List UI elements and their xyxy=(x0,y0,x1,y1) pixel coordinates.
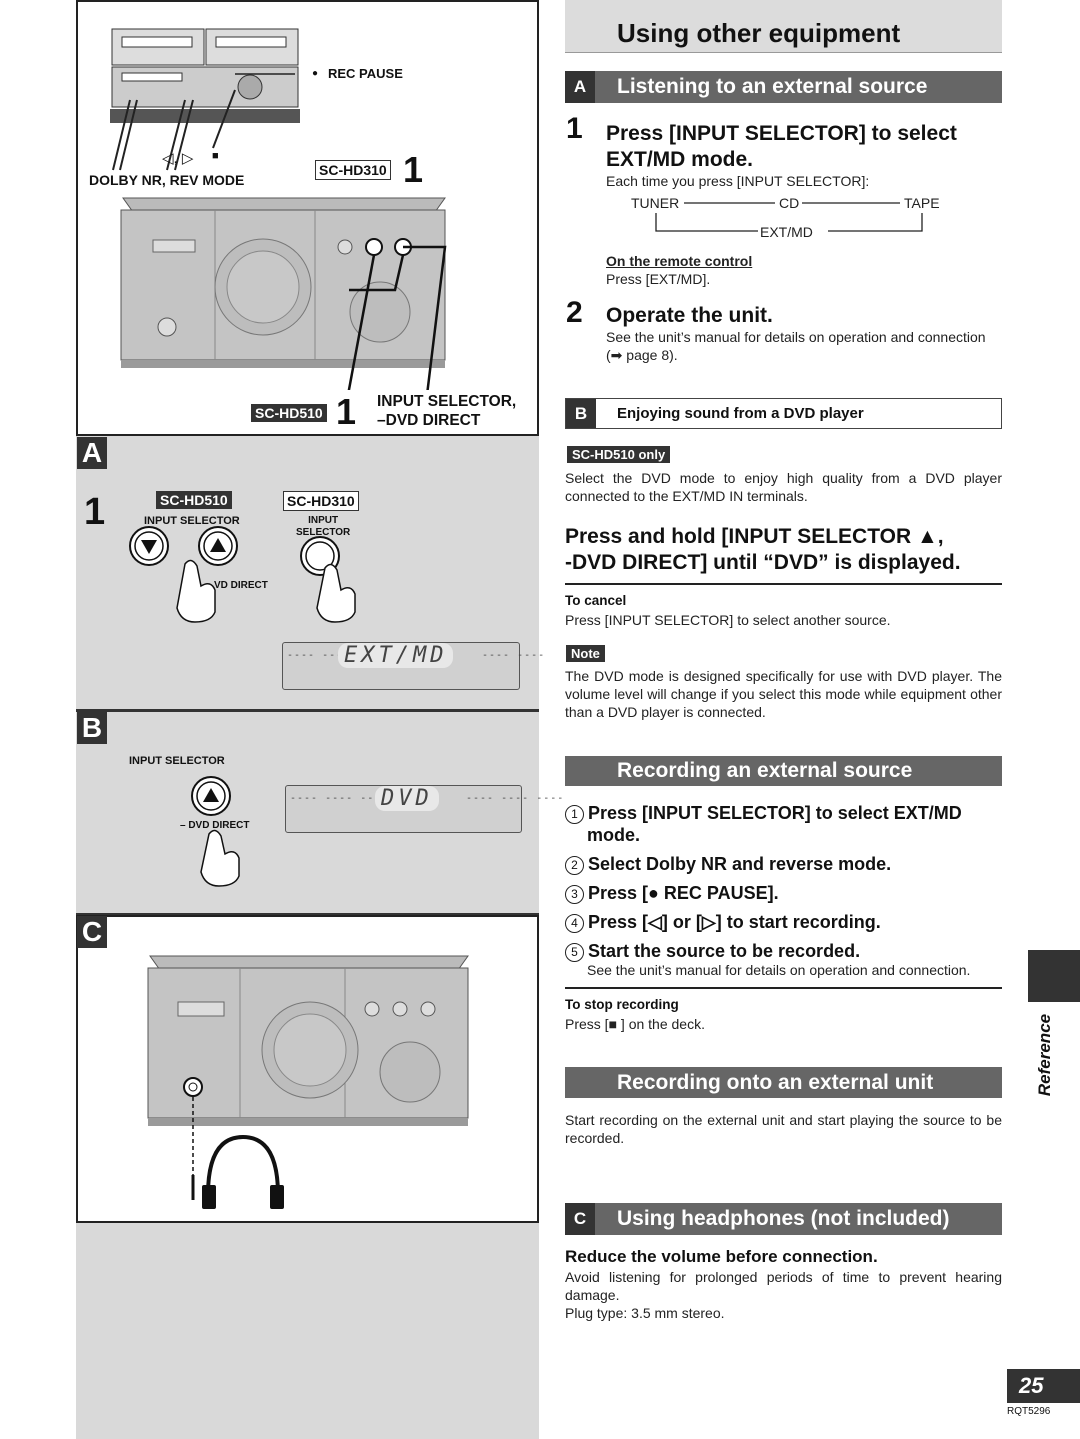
cycle-tuner: TUNER xyxy=(631,195,680,211)
rec-step-3-text: Press [● REC PAUSE]. xyxy=(588,883,779,903)
figure-b-display-text: DVD xyxy=(375,786,439,811)
figure-a-input-selector-label: INPUT SELECTOR xyxy=(144,515,240,527)
amplifier-front-illustration xyxy=(120,197,447,390)
remote-control-text: Press [EXT/MD]. xyxy=(606,271,711,287)
section-b-tag: B xyxy=(566,399,596,428)
section-a-step2-number: 2 xyxy=(566,296,583,329)
figure-a-model-310: SC-HD310 xyxy=(283,491,359,511)
cancel-heading: To cancel xyxy=(565,593,627,608)
figure-a-display-dashes-right: ---- ---- xyxy=(482,650,546,661)
rec-step-2-text: Select Dolby NR and reverse mode. xyxy=(588,854,892,874)
section-a-step2-heading: Operate the unit. xyxy=(606,304,773,327)
figure-b-input-selector-label: INPUT SELECTOR xyxy=(129,755,225,767)
section-a-step2-ref: (➡ page 8). xyxy=(606,347,678,363)
figure-b-display-dashes-left: ---- ---- ---- ---- xyxy=(290,793,424,804)
stop-recording-heading: To stop recording xyxy=(565,997,679,1012)
section-a-step1-text: Each time you press [INPUT SELECTOR]: xyxy=(606,173,870,189)
section-a-tag: A xyxy=(565,71,595,103)
rec-step-5-text: Start the source to be recorded. xyxy=(588,941,861,961)
note-label: Note xyxy=(566,645,605,662)
figure-c-tag: C xyxy=(77,916,107,948)
side-tab-reference: Reference xyxy=(1035,1013,1054,1097)
rec-pause-label: REC PAUSE xyxy=(328,66,403,81)
dolby-nr-rev-mode-label: DOLBY NR, REV MODE xyxy=(89,172,245,188)
rec-step-1-number: 1 xyxy=(565,805,584,824)
arrows-label: ◁, ▷ xyxy=(162,150,194,167)
stop-symbol: ■ xyxy=(212,150,219,162)
section-a-step2-text: See the unit’s manual for details on ope… xyxy=(606,329,986,345)
stop-recording-text: Press [■ ] on the deck. xyxy=(565,1016,705,1032)
figure-b-dvd-direct-label: – DVD DIRECT xyxy=(180,820,250,831)
step-one-label: 1 xyxy=(403,149,424,190)
figure-b-tag: B xyxy=(77,712,107,744)
rec-step-4-number: 4 xyxy=(565,914,584,933)
figure-b-button xyxy=(191,776,240,887)
cycle-cd: CD xyxy=(779,195,800,211)
cycle-arrows xyxy=(655,202,923,232)
figure-b-display-dashes-right: ---- ---- ---- xyxy=(466,793,565,804)
figure-c-amplifier-headphones xyxy=(147,955,469,1209)
rec-external-unit-title: Recording onto an external unit xyxy=(617,1071,934,1094)
figure-a-step-one: 1 xyxy=(84,491,106,533)
document-code: RQT5296 xyxy=(1007,1406,1051,1417)
figure-a-display-dashes-left: ---- ---- xyxy=(287,650,351,661)
section-a-step1-number: 1 xyxy=(566,112,583,145)
rec-external-source-header: Recording an external source xyxy=(565,756,1002,786)
figure-a-display-text: EXT/MD xyxy=(338,643,454,668)
remote-control-heading: On the remote control xyxy=(606,253,753,269)
callout-lines-top xyxy=(112,73,295,171)
model-sc-hd510-badge: SC-HD510 xyxy=(251,404,327,422)
rec-external-source-title: Recording an external source xyxy=(617,759,913,782)
figure-a-model-510: SC-HD510 xyxy=(156,491,232,509)
model-sc-hd310-badge: SC-HD310 xyxy=(315,160,391,180)
model-only-badge: SC-HD510 only xyxy=(567,446,671,463)
page-title: Using other equipment xyxy=(617,18,901,48)
separator-a-b xyxy=(76,709,539,712)
section-a-header: A Listening to an external source xyxy=(565,71,1002,103)
rec-step-5-number: 5 xyxy=(565,943,584,962)
rec-step-1-text: Press [INPUT SELECTOR] to select EXT/MD xyxy=(588,803,962,823)
page-number: 25 xyxy=(1007,1369,1080,1403)
section-c-plug: Plug type: 3.5 mm stereo. xyxy=(565,1305,725,1321)
side-tab-block xyxy=(1028,950,1080,1002)
step-one-label-510: 1 xyxy=(336,391,357,432)
separator-b-c xyxy=(76,913,539,916)
cycle-extmd: EXT/MD xyxy=(760,224,813,240)
rec-step-1-cont: mode. xyxy=(587,825,641,845)
figure-a-input-selector-310-label: INPUT SELECTOR xyxy=(296,515,351,538)
figure-a-tag: A xyxy=(77,437,107,469)
section-a-step1-heading: Press [INPUT SELECTOR] to select EXT/MD … xyxy=(606,122,957,171)
section-c-tag: C xyxy=(565,1203,595,1235)
input-selector-dvd-direct-label: INPUT SELECTOR, –DVD DIRECT xyxy=(377,393,517,429)
press-and-hold-instruction: Press and hold [INPUT SELECTOR ▲, -DVD D… xyxy=(565,525,961,574)
rec-step-4-text: Press [◁] or [▷] to start recording. xyxy=(588,912,881,932)
rule-b xyxy=(565,583,1002,585)
section-b-intro: Select the DVD mode to enjoy high qualit… xyxy=(565,470,1002,504)
figure-a-dvd-direct-label: VD DIRECT xyxy=(214,580,268,591)
cancel-text: Press [INPUT SELECTOR] to select another… xyxy=(565,612,891,628)
note-text: The DVD mode is designed specifically fo… xyxy=(565,668,1002,720)
section-b-header: B Enjoying sound from a DVD player xyxy=(565,398,1002,429)
rec-step-2-number: 2 xyxy=(565,856,584,875)
section-c-text: Avoid listening for prolonged periods of… xyxy=(565,1269,1002,1303)
rec-pause-dot-icon: ● xyxy=(312,68,319,79)
figure-a-buttons xyxy=(129,526,356,623)
section-a-title: Listening to an external source xyxy=(617,75,928,98)
rec-external-unit-text: Start recording on the external unit and… xyxy=(565,1112,1002,1146)
section-c-heading: Reduce the volume before connection. xyxy=(565,1247,878,1266)
rec-external-unit-header: Recording onto an external unit xyxy=(565,1067,1002,1098)
rule-rec xyxy=(565,987,1002,989)
section-c-title: Using headphones (not included) xyxy=(617,1207,950,1230)
section-b-title: Enjoying sound from a DVD player xyxy=(617,405,864,422)
rec-step-3-number: 3 xyxy=(565,885,584,904)
section-c-header: C Using headphones (not included) xyxy=(565,1203,1002,1235)
rec-step-5-note: See the unit’s manual for details on ope… xyxy=(587,962,971,978)
cycle-tape: TAPE xyxy=(904,195,940,211)
title-bar xyxy=(565,0,1002,53)
